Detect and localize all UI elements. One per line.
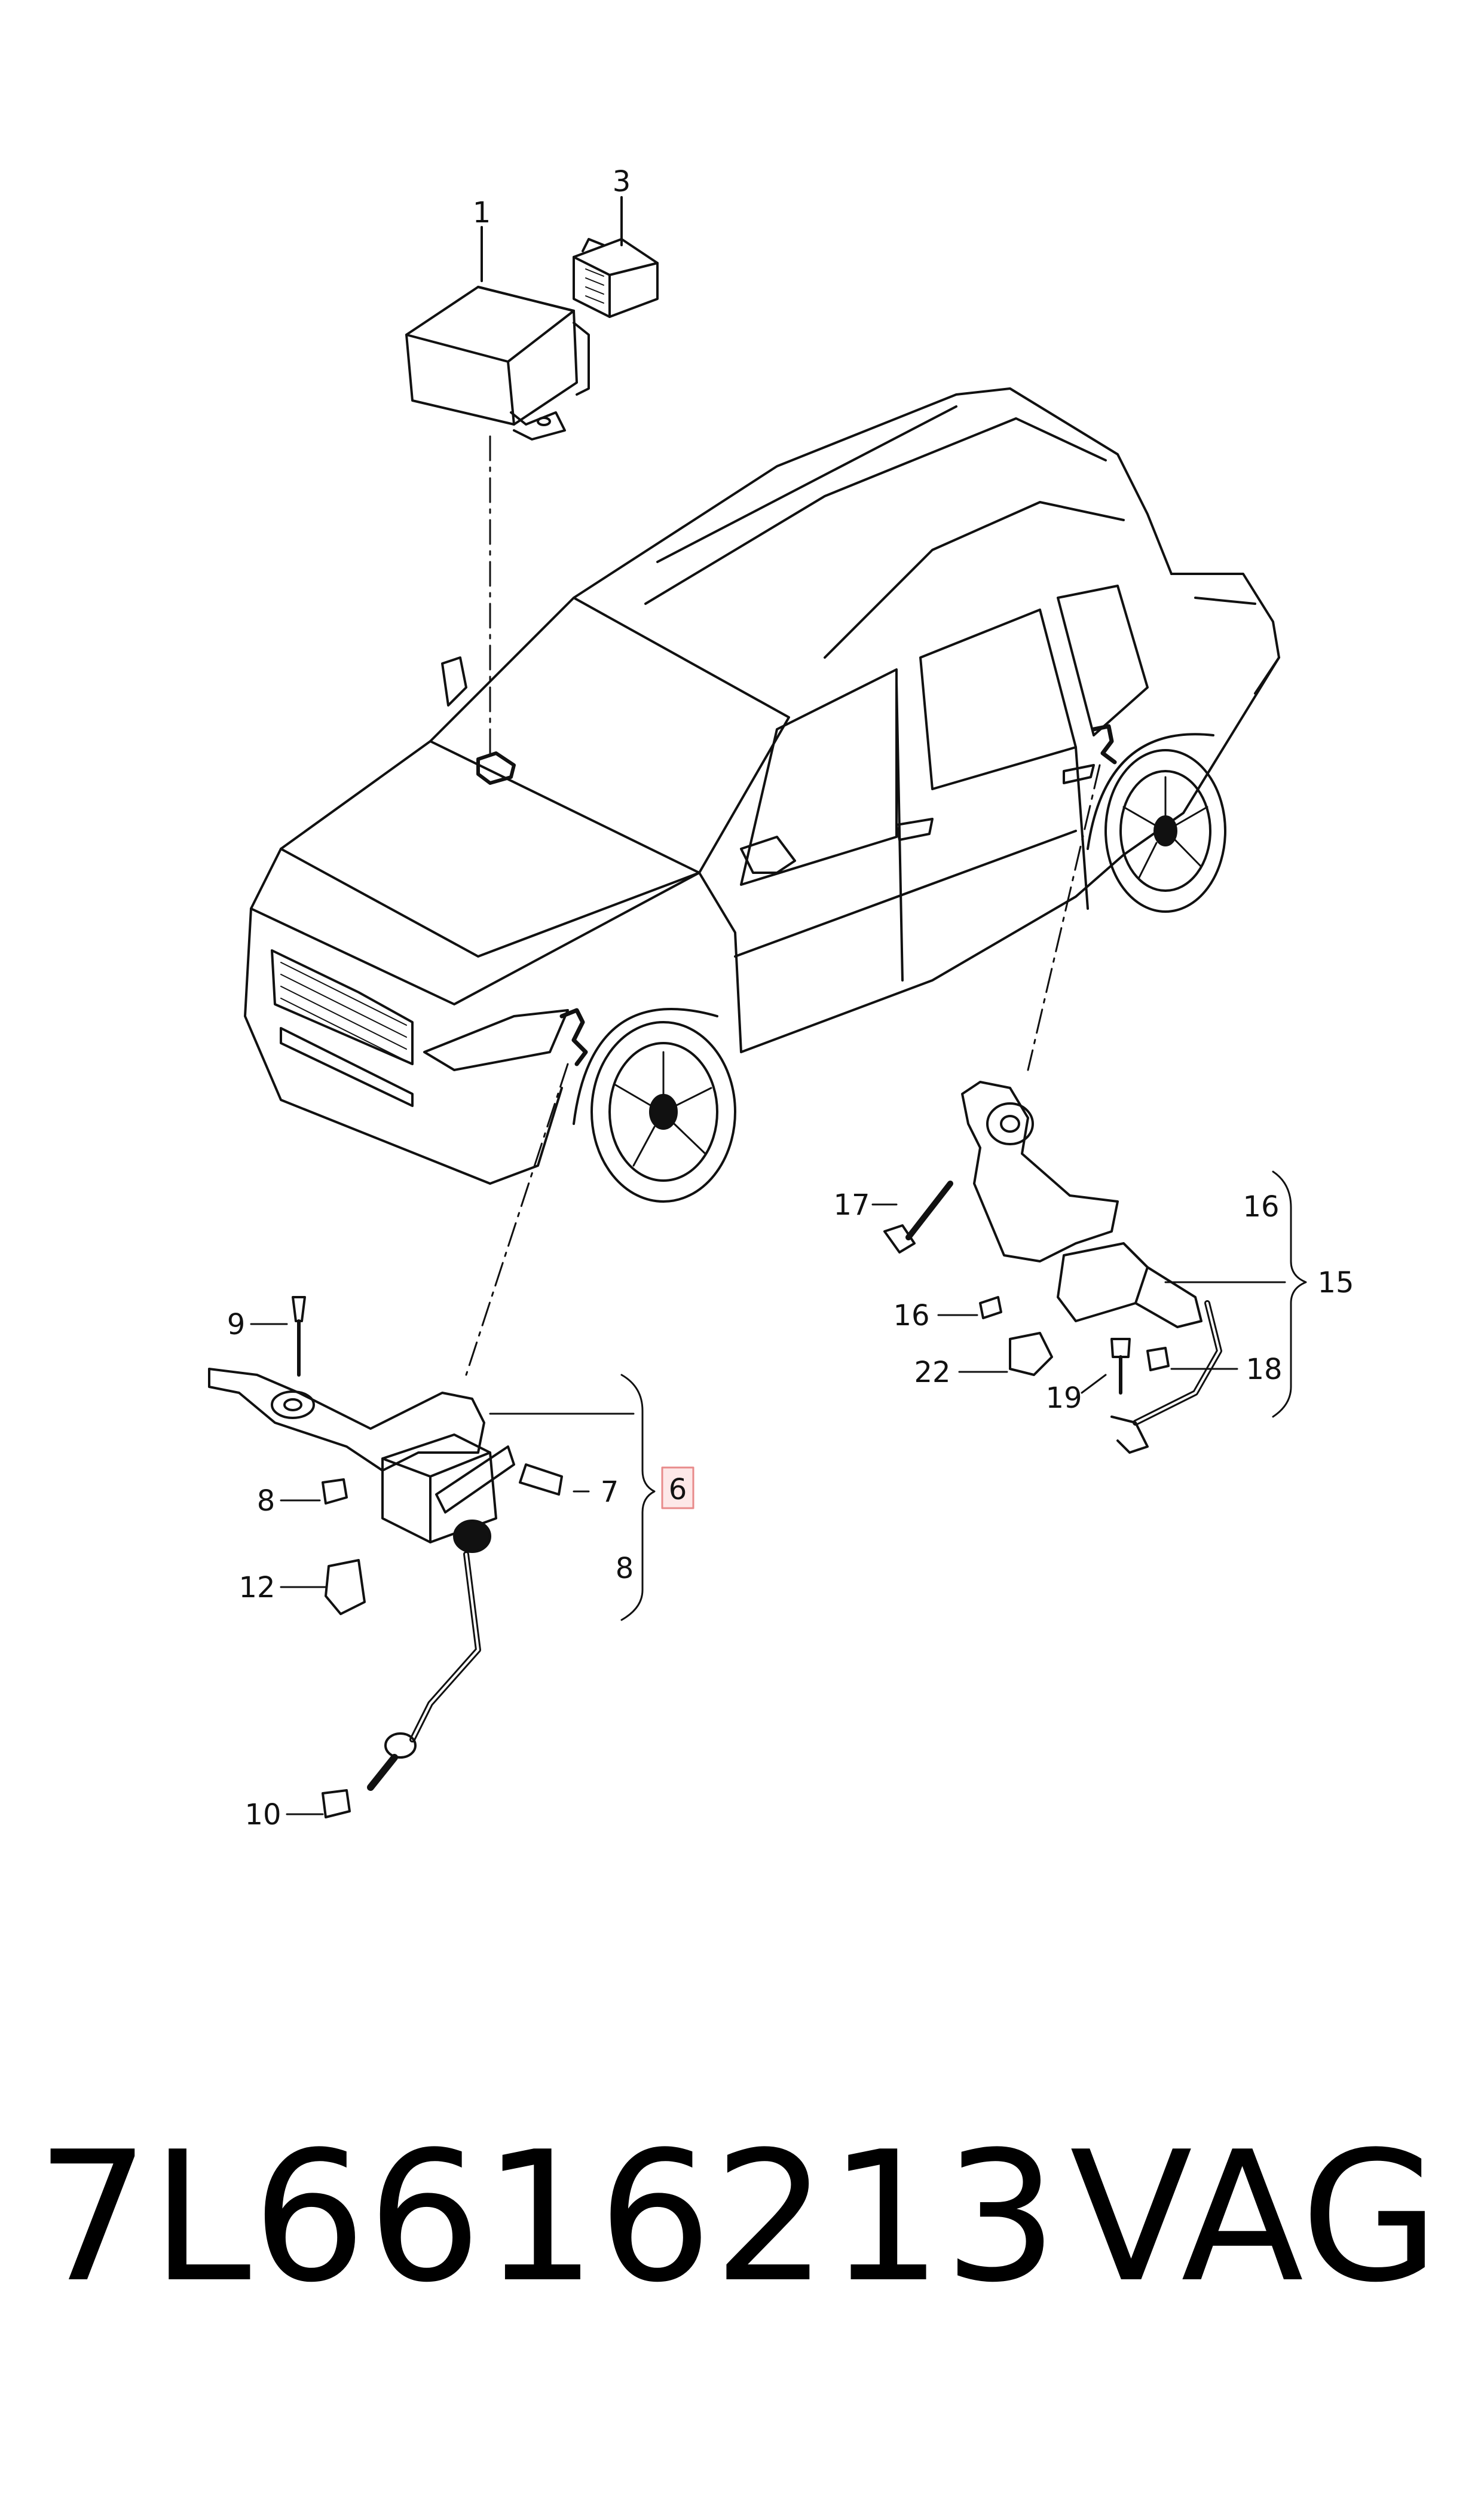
front-level-sensor-assembly <box>208 1296 563 1818</box>
callout-15: 15 <box>1317 1266 1354 1300</box>
car-illustration <box>244 387 1280 1203</box>
connector-part-3 <box>573 196 659 318</box>
control-unit-part-1 <box>405 226 590 441</box>
callout-18: 18 <box>1246 1353 1282 1386</box>
callout-3: 3 <box>613 165 631 198</box>
callout-22: 22 <box>914 1356 950 1389</box>
highlight-box-part-6 <box>661 1466 694 1509</box>
brand-text: VAG <box>1070 2113 1440 2322</box>
callout-12: 12 <box>238 1571 275 1604</box>
callout-17: 17 <box>833 1188 870 1222</box>
callout-8-group: 8 <box>616 1552 634 1585</box>
callout-8-nut: 8 <box>257 1484 276 1518</box>
callout-9: 9 <box>227 1308 246 1341</box>
callout-7: 7 <box>601 1475 619 1509</box>
leader-line-rear-sensor <box>1027 764 1101 1071</box>
rear-level-sensor-assembly <box>883 1081 1222 1454</box>
callout-10: 10 <box>244 1798 281 1832</box>
front-callout-lines <box>250 1323 656 1815</box>
part-number-text: 7L6616213 <box>36 2113 1060 2322</box>
callout-16-screw: 16 <box>893 1299 929 1332</box>
callout-6: 6 <box>669 1473 687 1506</box>
leader-line-front-sensor <box>465 1063 569 1376</box>
callout-1: 1 <box>473 196 491 230</box>
callout-16-group: 16 <box>1243 1190 1279 1224</box>
rear-callout-lines <box>871 1170 1307 1418</box>
callout-19: 19 <box>1045 1381 1082 1415</box>
